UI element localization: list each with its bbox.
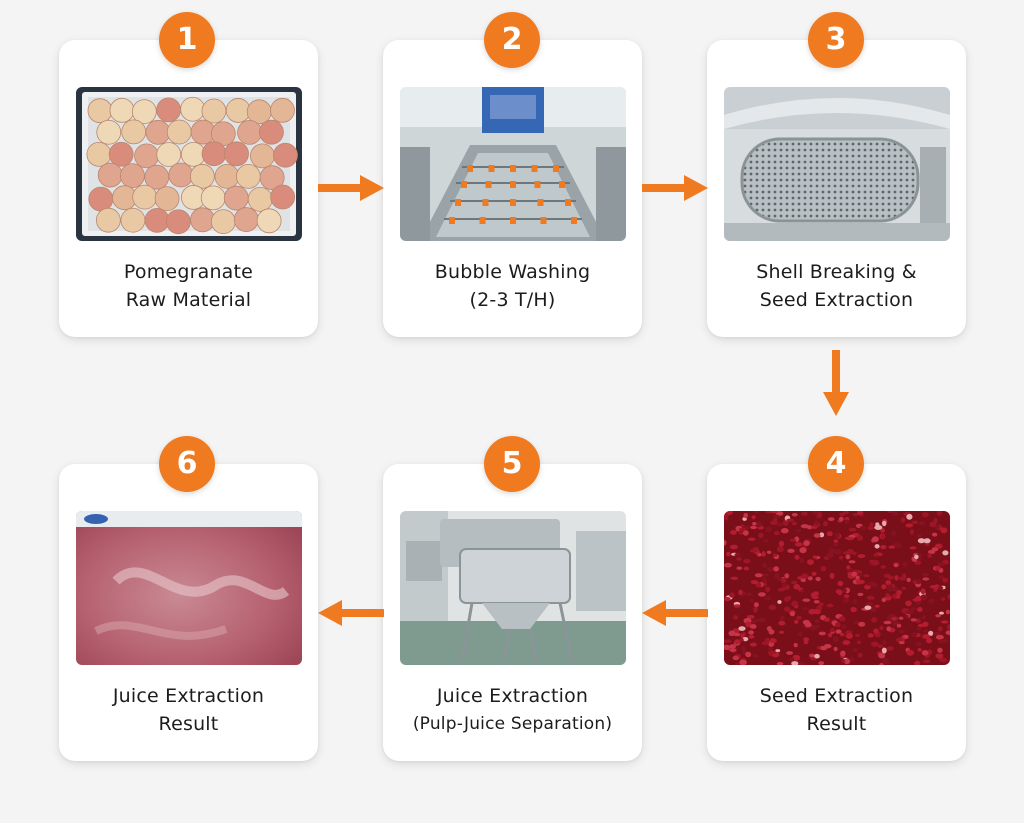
step-card-3: Shell Breaking & Seed Extraction: [707, 40, 966, 337]
pomegranate-juice-photo: [76, 511, 302, 665]
step-badge-5: 5: [484, 436, 540, 492]
step-badge-3: 3: [808, 12, 864, 68]
arrow-left-icon: [318, 600, 384, 626]
juice-extractor-photo: [400, 511, 626, 665]
arrow-down-icon: [823, 350, 849, 416]
step-badge-6: 6: [159, 436, 215, 492]
step-card-2: Bubble Washing (2-3 T/H): [383, 40, 642, 337]
pomegranate-raw-photo: [76, 87, 302, 241]
arrow-right-icon: [642, 175, 708, 201]
seed-extractor-photo: [724, 87, 950, 241]
step-3-title-line2: Seed Extraction: [759, 289, 914, 311]
step-6-title-line1: Juice Extraction: [112, 685, 265, 707]
arrow-left-icon: [642, 600, 708, 626]
step-1-title-line2: Raw Material: [125, 289, 252, 311]
step-2-title-line2: (2-3 T/H): [469, 289, 556, 311]
step-1-title-line1: Pomegranate: [123, 261, 254, 283]
step-2-title-line1: Bubble Washing: [434, 261, 591, 283]
step-badge-1: 1: [159, 12, 215, 68]
step-6-title-line2: Result: [158, 713, 219, 735]
step-4-title-line2: Result: [806, 713, 867, 735]
step-card-1: Pomegranate Raw Material: [59, 40, 318, 337]
step-badge-4: 4: [808, 436, 864, 492]
step-card-5: Juice Extraction (Pulp-Juice Separation): [383, 464, 642, 761]
arrow-right-icon: [318, 175, 384, 201]
step-3-title-line1: Shell Breaking &: [756, 261, 917, 283]
pomegranate-seeds-photo: [724, 511, 950, 665]
step-card-4: Seed Extraction Result: [707, 464, 966, 761]
step-5-title-line2: (Pulp-Juice Separation): [412, 714, 613, 734]
step-5-title-line1: Juice Extraction: [436, 685, 589, 707]
step-badge-2: 2: [484, 12, 540, 68]
step-card-6: Juice Extraction Result: [59, 464, 318, 761]
step-4-title-line1: Seed Extraction: [759, 685, 914, 707]
bubble-washer-photo: [400, 87, 626, 241]
